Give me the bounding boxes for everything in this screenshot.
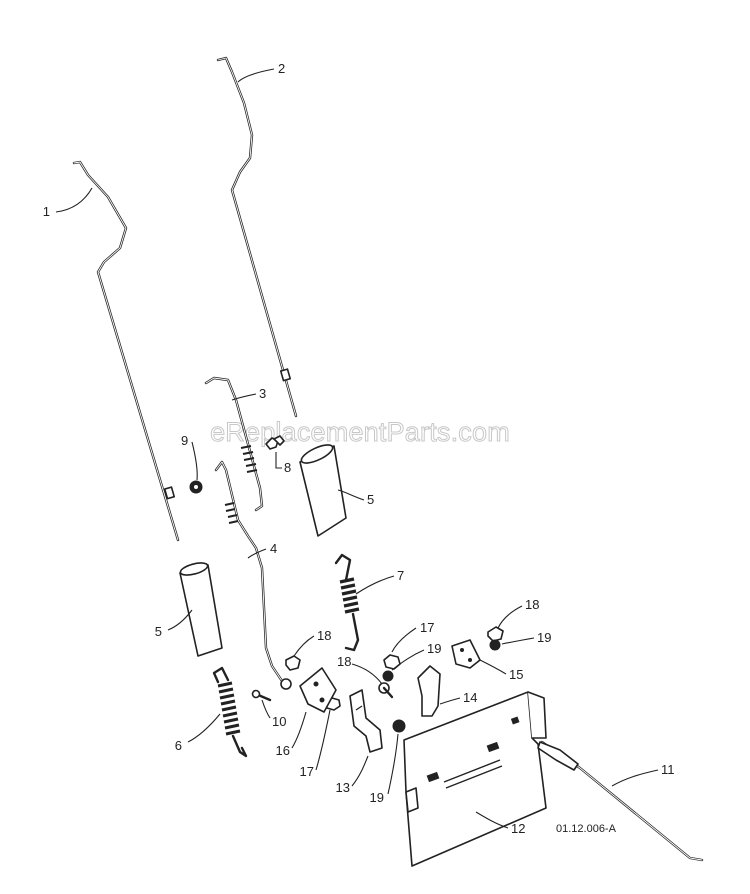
drawing-code: 01.12.006-A (556, 823, 617, 835)
part-15-plate (451, 639, 481, 669)
callout-3: 3 (259, 386, 266, 401)
callout-2: 2 (278, 61, 285, 76)
leader-18a (293, 635, 315, 657)
part-4-rod (214, 460, 292, 690)
leader-8 (275, 452, 282, 469)
part-8-clip (265, 435, 285, 450)
callout-19a: 19 (427, 641, 441, 656)
callout-10: 10 (272, 714, 286, 729)
leader-18c (497, 605, 523, 629)
part-18-bolt-b (378, 682, 394, 699)
callout-7: 7 (397, 568, 404, 583)
callout-11: 11 (661, 762, 675, 777)
part-2-rod (216, 56, 298, 418)
leader-7 (355, 575, 395, 595)
callout-9: 9 (181, 433, 188, 448)
part-5-tube-lower (179, 562, 223, 657)
part-9-nut (189, 480, 203, 494)
leader-1 (55, 187, 93, 213)
part-11-rod (537, 740, 704, 862)
callout-19b: 19 (370, 790, 384, 805)
leader-15 (479, 659, 507, 675)
callout-5b: 5 (155, 624, 162, 639)
part-19-nut-a (382, 670, 394, 682)
part-10-pin (251, 689, 272, 702)
callout-17b: 17 (300, 764, 314, 779)
leader-18b (351, 663, 383, 685)
part-6-spring (212, 666, 248, 758)
watermark: eReplacementParts.com (210, 417, 510, 447)
leader-17a (391, 627, 417, 653)
leader-14 (439, 697, 461, 705)
leader-10 (261, 699, 271, 719)
part-3-rod (204, 376, 264, 512)
callout-16: 16 (276, 743, 290, 758)
callout-4: 4 (270, 541, 277, 556)
leader-5b (167, 609, 193, 631)
callout-5a: 5 (367, 492, 374, 507)
part-7-spring (334, 553, 360, 652)
callout-15: 15 (509, 667, 523, 682)
callout-17a: 17 (420, 620, 434, 635)
callout-8: 8 (284, 460, 291, 475)
leader-13 (351, 755, 369, 787)
leader-19c (501, 637, 535, 645)
leader-19a (391, 649, 425, 671)
part-12-mounting-plate (403, 691, 547, 867)
callout-13: 13 (336, 780, 350, 795)
part-16-bracket (299, 667, 337, 713)
leader-5a (337, 489, 365, 501)
leader-16 (291, 711, 307, 749)
part-18-bolt-a (285, 655, 301, 671)
leader-2 (237, 68, 275, 83)
leader-17b (315, 709, 331, 771)
leader-4 (247, 548, 267, 559)
callout-14: 14 (463, 690, 477, 705)
part-13-bracket (349, 689, 383, 753)
part-17-nut-a (383, 654, 401, 670)
part-18-bolt-c (487, 626, 504, 642)
callout-12: 12 (511, 821, 525, 836)
callout-1: 1 (43, 204, 50, 219)
part-14-bracket (417, 665, 441, 717)
callout-6: 6 (175, 738, 182, 753)
part-1-rod (72, 160, 180, 542)
leader-12 (475, 811, 509, 829)
leader-6 (187, 713, 221, 743)
leader-11 (611, 769, 659, 787)
leader-19b (387, 733, 399, 795)
callout-18a: 18 (317, 628, 331, 643)
callout-19c: 19 (537, 630, 551, 645)
leader-3 (231, 393, 257, 401)
part-19-nut-b (392, 719, 406, 733)
leader-9 (191, 441, 198, 481)
part-19-nut-c (489, 639, 501, 651)
callout-18b: 18 (337, 654, 351, 669)
part-5-tube-upper (299, 444, 347, 537)
callout-18c: 18 (525, 597, 539, 612)
